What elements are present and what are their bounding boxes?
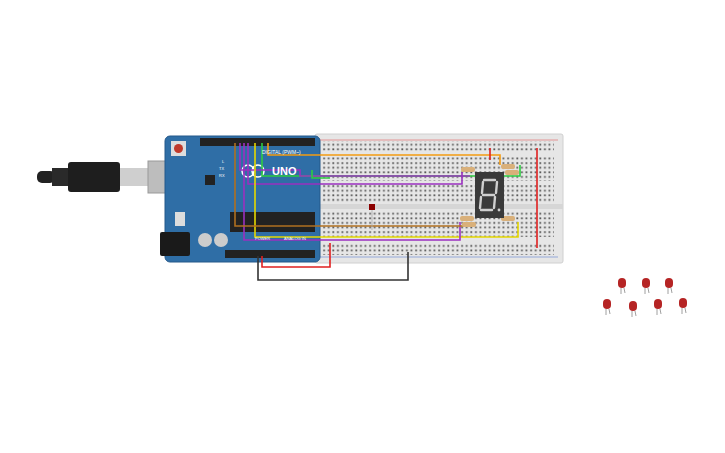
seven-segment-display xyxy=(475,172,504,218)
led-label: TX xyxy=(219,167,224,171)
board-name: UNO xyxy=(272,166,296,177)
header-label: ANALOG IN xyxy=(284,237,306,241)
header-label: POWER xyxy=(255,237,270,241)
usb-cable xyxy=(68,162,120,192)
led-label: RX xyxy=(219,174,225,178)
loose-leds xyxy=(603,278,687,311)
led-label: L xyxy=(222,160,224,164)
resistor-symbol xyxy=(460,164,519,227)
header-label: DIGITAL (PWM~) xyxy=(262,150,301,155)
microcontroller xyxy=(230,212,315,232)
led xyxy=(369,204,375,210)
wires xyxy=(235,143,537,280)
breadboard xyxy=(315,134,563,263)
